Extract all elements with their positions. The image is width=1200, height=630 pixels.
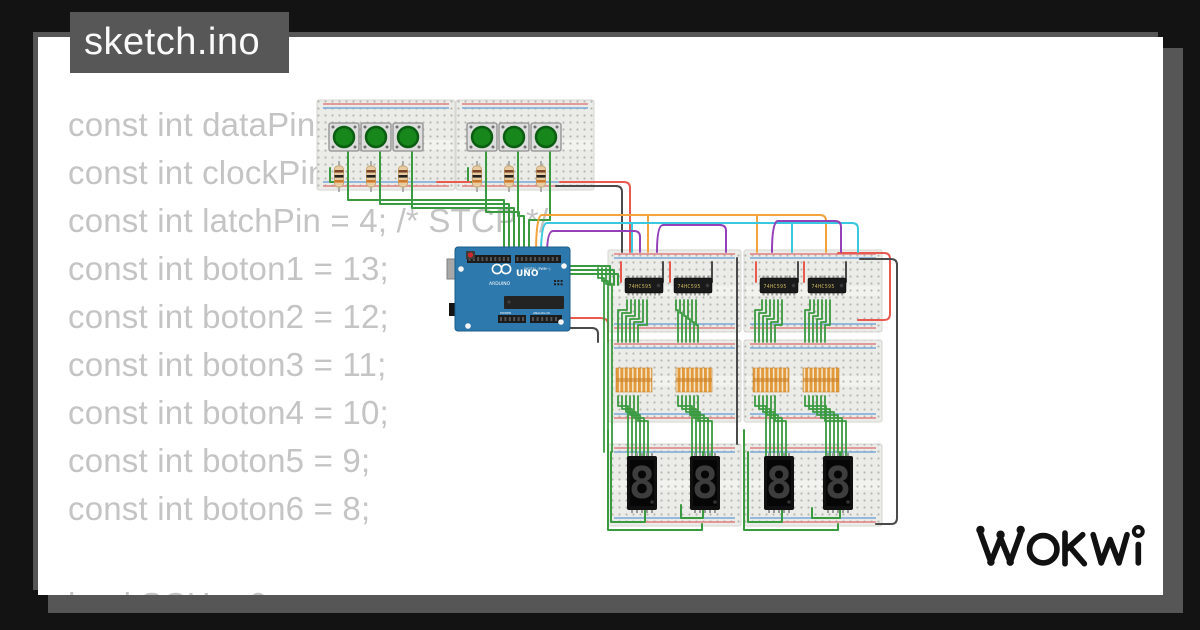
logo-node-dot [1016,525,1025,535]
code-line [68,533,548,581]
sketch-filename-tab: sketch.ino [70,12,289,73]
logo-letter-w2 [1090,531,1130,566]
code-line: const int boton2 = 12; [68,298,389,335]
code-line: const int boton5 = 9; [68,442,371,479]
logo-node-dot [996,530,1005,539]
logo-letter-o [1026,532,1060,566]
logo-letter-k [1062,530,1088,567]
code-line: const int dataPin [68,106,316,143]
logo-node-dot [1006,558,1014,566]
logo-node-dot [987,558,995,566]
code-line-partial: bool SCH = 0; [68,581,548,595]
code-line: const int boton4 = 10; [68,394,389,431]
code-line: const int boton6 = 8; [68,490,371,527]
code-line: const int boton1 = 13; [68,250,389,287]
logo-node-dot [976,525,985,535]
code-line: const int latchPin = 4; /* STCP */ [68,202,549,239]
wokwi-logo-text: WOKWI [0,0,1,1]
preview-card: const int dataPin const int clockPin con… [38,37,1163,595]
code-snippet: const int dataPin const int clockPin con… [68,101,548,595]
code-line: const int clockPin [68,154,327,191]
wokwi-logo [976,525,1145,567]
sketch-filename: sketch.ino [84,21,261,63]
code-line: const int boton3 = 11; [68,346,387,383]
logo-letter-i-dot [1131,525,1145,538]
